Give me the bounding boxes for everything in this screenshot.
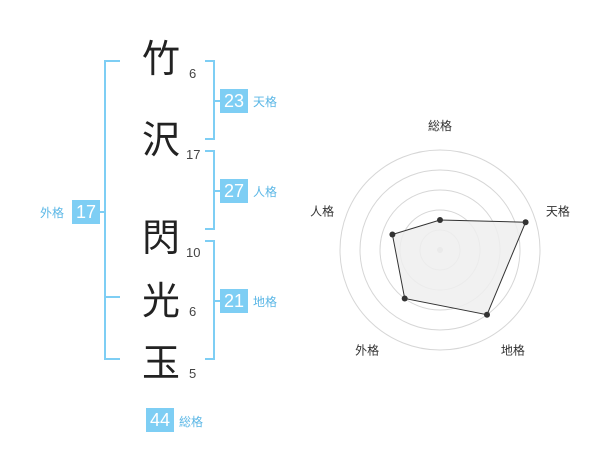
stroke-count-4: 6 bbox=[189, 304, 197, 319]
stroke-count-5: 5 bbox=[189, 366, 197, 381]
jinkaku-badge: 27 bbox=[220, 179, 248, 203]
tenkaku-badge: 23 bbox=[220, 89, 248, 113]
radar-axis-label: 外格 bbox=[355, 342, 379, 357]
gaikaku-badge: 17 bbox=[72, 200, 100, 224]
name-char-3: 閃 bbox=[142, 216, 181, 260]
radar-ring bbox=[339, 149, 541, 351]
radar-axis-label: 地格 bbox=[501, 342, 525, 357]
soukaku-label: 総格 bbox=[179, 415, 204, 429]
jinkaku-label: 人格 bbox=[253, 185, 278, 199]
radar-point bbox=[437, 217, 443, 223]
radar-point bbox=[401, 295, 408, 302]
radar-point bbox=[484, 311, 490, 318]
stroke-count-1: 6 bbox=[189, 66, 197, 81]
radar-point bbox=[522, 219, 529, 226]
radar-axis-label: 人格 bbox=[310, 204, 334, 219]
stroke-count-2: 17 bbox=[186, 147, 201, 162]
stroke-count-3: 10 bbox=[186, 245, 201, 260]
radar-ring bbox=[359, 169, 521, 331]
name-char-5: 玉 bbox=[142, 341, 181, 385]
radar-point bbox=[389, 231, 396, 238]
gaikaku-label: 外格 bbox=[40, 206, 65, 220]
name-char-2: 沢 bbox=[142, 118, 181, 162]
soukaku-badge: 44 bbox=[146, 408, 174, 432]
chikaku-label: 地格 bbox=[253, 295, 278, 309]
name-char-1: 竹 bbox=[142, 37, 181, 81]
radar-axis-label: 天格 bbox=[546, 204, 570, 219]
radar-axis-label: 総格 bbox=[428, 118, 452, 133]
tenkaku-label: 天格 bbox=[253, 95, 278, 109]
chikaku-badge: 21 bbox=[220, 289, 248, 313]
gaikaku-bracket bbox=[104, 60, 120, 360]
radar-series-polygon bbox=[391, 219, 527, 316]
name-char-4: 光 bbox=[142, 279, 181, 323]
